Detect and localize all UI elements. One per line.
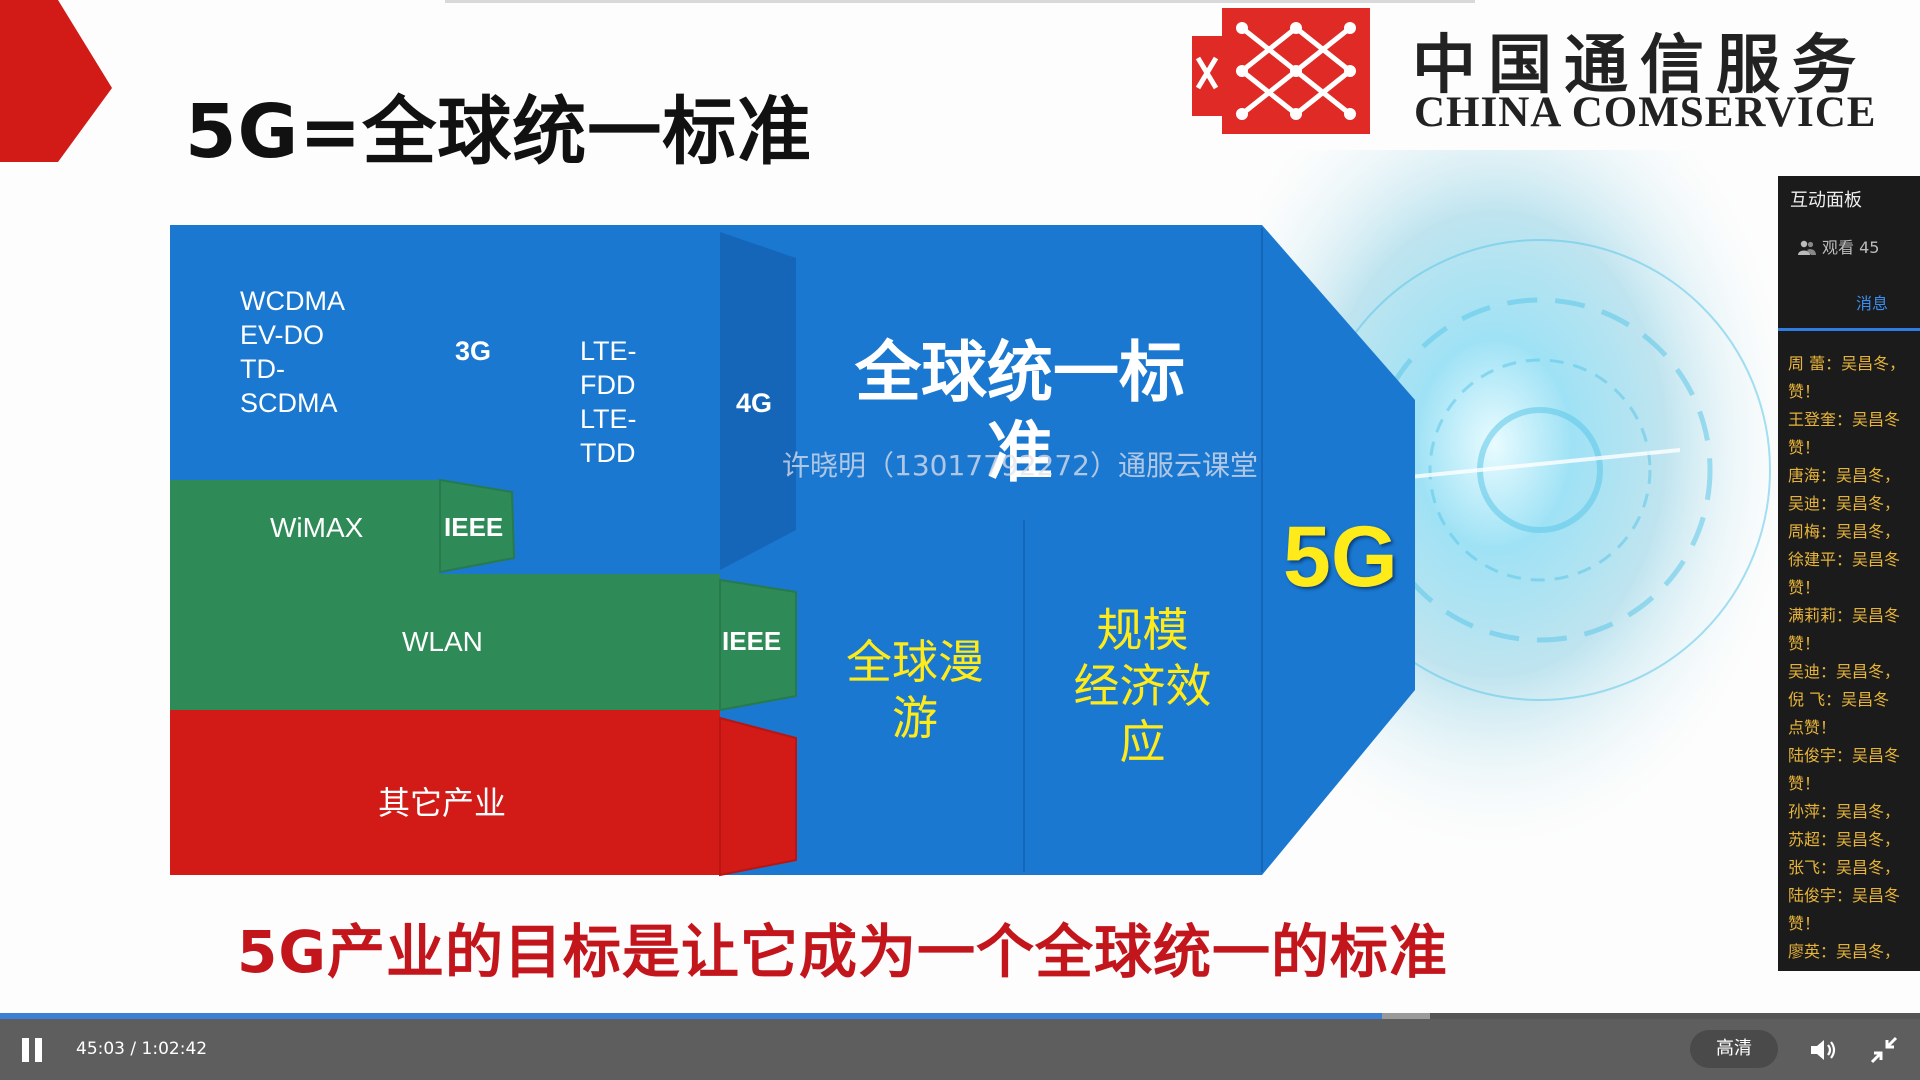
ieee-tag-1 — [439, 478, 516, 574]
chat-message: 陆俊宇：吴昌冬 — [1788, 886, 1901, 905]
chat-message: 徐建平：吴昌冬 — [1788, 550, 1901, 569]
wimax-label: WiMAX — [270, 512, 364, 543]
wlan-label: WLAN — [402, 626, 483, 657]
pause-button[interactable] — [22, 1038, 44, 1062]
chat-message: 苏超：吴昌冬， — [1788, 830, 1901, 849]
unified-line-1: 全球统一标 — [855, 334, 1185, 411]
ieee-label-2: IEEE — [722, 626, 782, 656]
chat-message: 张飞：吴昌冬， — [1788, 858, 1901, 877]
watermark-text: 许晓明（13017792272）通服云课堂 — [782, 449, 1258, 482]
chat-message: 赞！ — [1788, 578, 1821, 597]
china-comservice-logo-icon — [1192, 8, 1370, 134]
4g-label: 4G — [736, 388, 773, 418]
4g-tag — [720, 232, 796, 570]
tech-td: TD- — [240, 354, 285, 384]
chat-message: 满莉莉：吴昌冬 — [1788, 606, 1901, 625]
slide-title: 5G=全球统一标准 — [185, 89, 813, 175]
ieee-tag-2 — [719, 578, 797, 712]
slide: 5G=全球统一标准 中国通信服务 CHINA COMSERVICE — [0, 0, 1877, 986]
5g-target-label: 5G — [1283, 509, 1398, 605]
messages-tab[interactable]: 消息 — [1856, 294, 1889, 313]
quality-button[interactable]: 高清 — [1690, 1030, 1778, 1068]
global-unified-standard-label: 全球统一标 准 — [820, 333, 1220, 493]
roaming-line-1: 全球漫 — [846, 635, 984, 689]
viewer-count-text: 观看 45 — [1822, 238, 1880, 257]
unified-line-2: 准 — [987, 414, 1053, 491]
tech-scdma: SCDMA — [240, 388, 338, 418]
viewer-count: 观看 45 — [1798, 234, 1879, 258]
ieee-label-1: IEEE — [444, 512, 504, 542]
chat-message: 陆俊宇：吴昌冬 — [1788, 746, 1901, 765]
played-bar — [0, 1013, 1383, 1019]
chat-message: 吴迪：吴昌冬， — [1788, 494, 1901, 513]
tech-fdd: FDD — [580, 370, 636, 400]
tech-wcdma: WCDMA — [240, 286, 345, 316]
wimax-block — [170, 480, 440, 574]
message-list[interactable]: 周 蕾：吴昌冬， 赞！ 王登奎：吴昌冬赞！ 唐海：吴昌冬， 吴迪：吴昌冬， 周梅：吴昌冬，… — [1788, 350, 1920, 966]
other-tag — [719, 716, 797, 877]
red-arrow-decoration — [0, 0, 112, 162]
chat-message: 点赞！ — [1788, 718, 1837, 737]
current-time: 45:03 — [76, 1039, 125, 1059]
chat-message: 周梅：吴昌冬， — [1788, 522, 1901, 541]
tech-tdd: TDD — [580, 438, 636, 468]
users-icon — [1798, 240, 1816, 255]
chat-message: 唐海：吴昌冬， — [1788, 466, 1901, 485]
standards-diagram — [170, 225, 1415, 877]
tech-lte-2: LTE- — [580, 404, 637, 434]
chat-message: 赞！ — [1788, 438, 1821, 457]
chat-message: 赞！ — [1788, 774, 1821, 793]
volume-icon[interactable] — [1808, 1035, 1838, 1065]
3g-label: 3G — [455, 336, 492, 366]
messages-tab-underline — [1778, 328, 1920, 331]
5g-arrow-shape — [720, 225, 1415, 875]
exit-fullscreen-icon[interactable] — [1870, 1036, 1898, 1064]
lte-tech-list: LTE- FDD LTE- TDD — [580, 334, 637, 470]
chat-message: 周 蕾：吴昌冬， — [1788, 354, 1906, 373]
3g-tech-list: WCDMA EV-DO TD- SCDMA — [240, 284, 345, 420]
duration: 1:02:42 — [141, 1039, 208, 1059]
chat-message: 倪 飞：吴昌冬 — [1788, 690, 1890, 709]
scale-line-1: 规模 — [1096, 603, 1189, 657]
chat-message: 赞！ — [1788, 634, 1821, 653]
other-industry-block — [170, 710, 720, 875]
player-controls: 45:03 / 1:02:42 高清 — [0, 1019, 1920, 1080]
tech-lte-1: LTE- — [580, 336, 637, 366]
interactive-panel: 互动面板 观看 45 消息 周 蕾：吴昌冬， 赞！ 王登奎：吴昌冬赞！ 唐海：吴昌冬，… — [1778, 176, 1920, 971]
panel-title: 互动面板 — [1790, 190, 1862, 211]
chat-message: 廖英：吴昌冬， — [1788, 942, 1901, 961]
pause-icon — [22, 1038, 29, 1062]
wlan-block — [170, 574, 720, 710]
time-separator: / — [125, 1039, 142, 1059]
3g-block — [170, 225, 440, 480]
other-industry-label: 其它产业 — [378, 785, 507, 821]
progress-bar[interactable] — [0, 1013, 1920, 1019]
chat-message: 吴迪：吴昌冬， — [1788, 662, 1901, 681]
global-roaming-label: 全球漫 游 — [820, 634, 1010, 746]
scale-line-2: 经济效 — [1073, 659, 1212, 713]
chat-message: 王登奎：吴昌冬 — [1788, 410, 1901, 429]
chat-message: 赞！ — [1788, 914, 1821, 933]
logo-english-text: CHINA COMSERVICE — [1414, 89, 1877, 136]
scale-line-3: 应 — [1119, 715, 1166, 769]
tech-evdo: EV-DO — [240, 320, 325, 350]
top-divider — [445, 0, 1475, 3]
chat-message: 赞！ — [1788, 382, 1821, 401]
chat-message: 孙萍：吴昌冬， — [1788, 802, 1901, 821]
roaming-line-2: 游 — [892, 691, 938, 745]
logo-chinese-text: 中国通信服务 — [1412, 28, 1868, 103]
economy-of-scale-label: 规模 经济效 应 — [1045, 602, 1240, 770]
slide-caption: 5G产业的目标是让它成为一个全球统一的标准 — [237, 918, 1448, 986]
time-display: 45:03 / 1:02:42 — [76, 1039, 207, 1059]
